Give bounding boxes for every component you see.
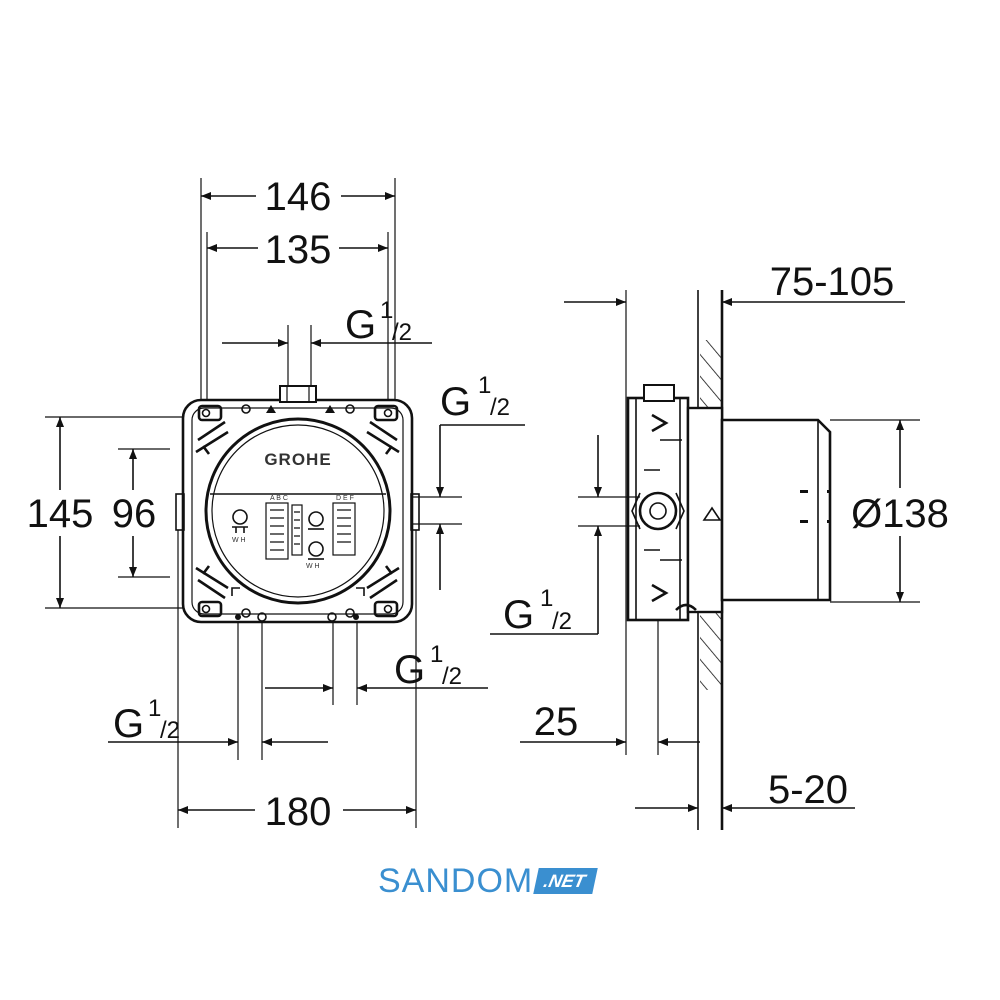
thread-top-sub: /2	[392, 319, 412, 346]
label-panel: W H W H A B C D E F	[210, 493, 386, 570]
thread-right: G 1 /2	[412, 372, 525, 590]
dim-96: 96	[112, 449, 157, 577]
dim-135-label: 135	[265, 228, 332, 272]
thread-bottom-left-sup: 1	[148, 695, 161, 722]
svg-text:W H: W H	[232, 537, 246, 544]
box-profile	[626, 384, 832, 622]
dim-145-label: 145	[27, 492, 94, 536]
corner-fittings	[195, 404, 400, 618]
thread-right-sub: /2	[490, 394, 510, 421]
watermark-tld: .NET	[533, 868, 599, 894]
thread-top-sup: 1	[380, 297, 393, 324]
dim-75-105-label: 75-105	[770, 260, 895, 304]
svg-text:A B C: A B C	[270, 495, 288, 502]
dim-25: 25	[520, 700, 700, 746]
thread-bottom-right-sub: /2	[442, 663, 462, 690]
dim-25-label: 25	[534, 700, 579, 744]
side-view: 75-105 Ø138	[490, 260, 949, 830]
svg-text:W H: W H	[306, 563, 320, 570]
thread-side: G 1 /2	[490, 435, 640, 637]
sandom-watermark: SANDOM .NET	[378, 861, 599, 901]
dim-135: 135	[207, 228, 388, 272]
thread-bottom-right-base: G	[394, 648, 425, 692]
thread-side-sub: /2	[552, 608, 572, 635]
thread-bottom-left-base: G	[113, 702, 144, 746]
dim-75-105: 75-105	[564, 260, 905, 306]
dim-96-label: 96	[112, 492, 157, 536]
thread-right-sup: 1	[478, 372, 491, 399]
mounting-box: GROHE W H W H A B C D E F	[175, 385, 420, 624]
thread-top: G 1 /2	[222, 297, 432, 390]
thread-bottom-left: G 1 /2	[108, 622, 358, 760]
thread-bottom-right: G 1 /2	[265, 622, 488, 705]
dim-146: 146	[201, 175, 395, 219]
dim-145: 145	[27, 417, 94, 608]
dim-diameter-138: Ø138	[830, 419, 949, 603]
dim-5-20: 5-20	[635, 768, 855, 812]
dim-5-20-label: 5-20	[768, 768, 848, 812]
front-view: 146 135 G 1 /2 G 1 /2	[27, 175, 525, 834]
dim-146-label: 146	[265, 175, 332, 219]
thread-side-base: G	[503, 593, 534, 637]
dim-180: 180	[177, 530, 417, 834]
dim-180-label: 180	[265, 790, 332, 834]
thread-right-base: G	[440, 380, 471, 424]
outlet-ports	[231, 587, 365, 622]
thread-bottom-right-sup: 1	[430, 641, 443, 668]
watermark-name: SANDOM	[378, 862, 534, 900]
dim-diameter-label: Ø138	[851, 492, 949, 536]
svg-text:D E F: D E F	[336, 495, 354, 502]
thread-side-sup: 1	[540, 585, 553, 612]
thread-bottom-left-sub: /2	[160, 717, 180, 744]
thread-top-base: G	[345, 303, 376, 347]
grohe-logo: GROHE	[264, 450, 331, 469]
